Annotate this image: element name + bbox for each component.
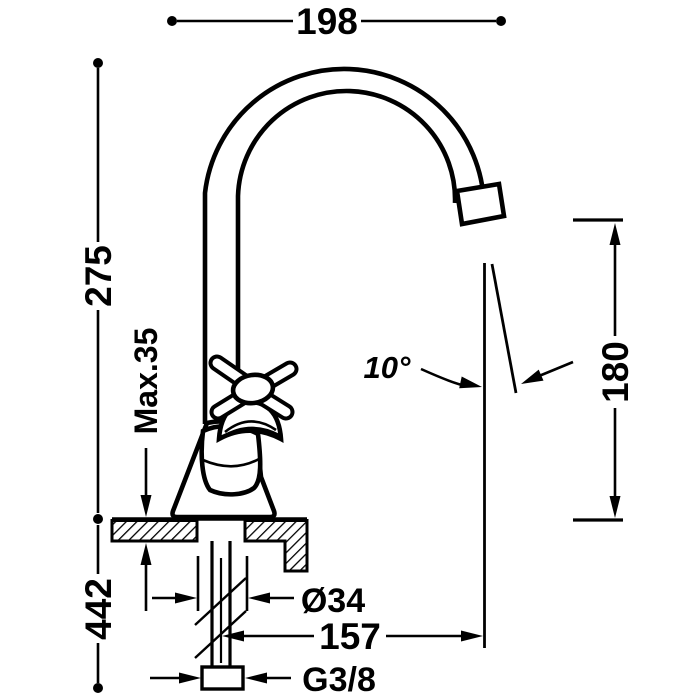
body-barrel — [199, 423, 263, 497]
dimension-max-deck: Max.35 — [128, 328, 164, 611]
angle-arrow-left — [459, 376, 482, 389]
spout-inner-curve — [235, 88, 458, 382]
hole-diameter-arrow-left — [175, 592, 197, 604]
inlet-thread-label: G3/8 — [302, 661, 376, 699]
dimension-spout-width: 198 — [167, 1, 506, 42]
reach-arrow-right — [461, 630, 483, 642]
hole-diameter-arrow-right — [248, 592, 270, 604]
dimension-height-to-outlet: 275 — [78, 58, 119, 524]
dimension-inlet-thread: G3/8 — [150, 661, 376, 699]
angle-leader-right — [538, 360, 574, 378]
outlet-clearance-arrow-down — [609, 496, 621, 518]
faucet-body — [170, 66, 507, 520]
dimension-reach: 157 — [222, 616, 483, 657]
angle-label: 10° — [364, 350, 411, 385]
thread-arrow-right — [245, 672, 267, 684]
angle-reference: 10° — [364, 263, 574, 648]
outlet-clearance-arrow-up — [609, 223, 621, 245]
break-slash-2 — [194, 610, 247, 659]
dimension-total-height: 442 — [78, 525, 119, 693]
inlet-connector — [200, 665, 245, 691]
bonnet-arc-1 — [224, 420, 277, 434]
break-slash-1 — [194, 577, 247, 626]
cross-handle — [208, 354, 299, 421]
hole-diameter-label: Ø34 — [301, 582, 365, 620]
angle-arrow-right — [521, 369, 544, 384]
handle-hub — [230, 372, 276, 406]
reach-arrow-left — [222, 630, 244, 642]
spout-width-label: 198 — [296, 1, 358, 42]
height-to-outlet-label: 275 — [78, 245, 119, 307]
max-deck-label: Max.35 — [128, 328, 164, 435]
aerator-tip — [454, 181, 507, 227]
max-deck-arrow-up — [140, 543, 152, 565]
total-height-label: 442 — [78, 578, 119, 640]
reach-label: 157 — [319, 616, 381, 657]
max-deck-arrow-down — [140, 495, 152, 517]
thread-arrow-left — [179, 672, 201, 684]
outlet-clearance-label: 180 — [595, 341, 636, 403]
spout-outer-curve — [202, 66, 487, 424]
body-seam-line — [202, 457, 260, 468]
tilted-reference-line — [490, 263, 518, 394]
dimension-hole-diameter: Ø34 — [152, 556, 365, 620]
angle-leader-left — [420, 367, 463, 387]
dimension-outlet-clearance: 180 — [573, 218, 636, 522]
bonnet-arc-2 — [221, 426, 280, 439]
countertop-left-hatch — [110, 519, 199, 543]
faucet-shank — [194, 541, 247, 691]
